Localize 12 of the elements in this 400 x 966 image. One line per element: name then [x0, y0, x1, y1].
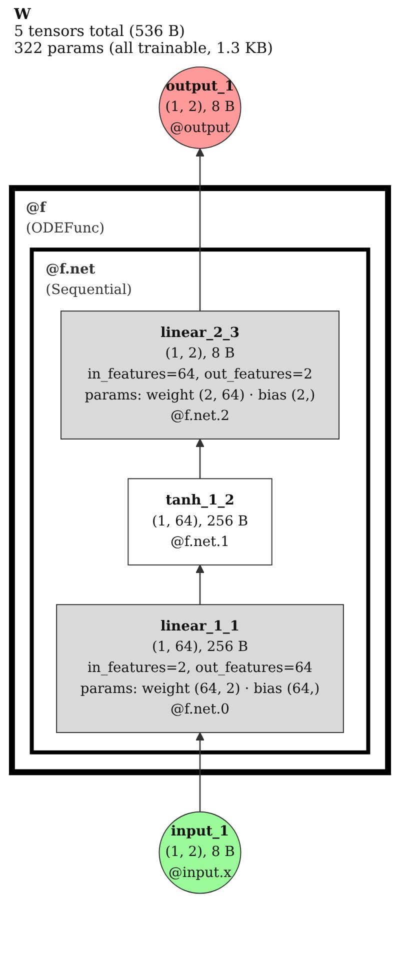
node-box: tanh_1_2 (1, 64), 256 B @f.net.1 — [128, 478, 272, 566]
arrow — [196, 438, 204, 479]
arrow — [196, 732, 204, 812]
summary-text: 322 params (all trainable, 1.3 KB) — [14, 40, 274, 57]
title: W — [14, 6, 32, 23]
node-circle: output_1 (1, 2), 8 B @output — [158, 66, 242, 149]
node-box: linear_2_3 (1, 2), 8 B in_features=64, out_features=2 params: weight (2, 64) · bias (2,) @f.net.2 — [60, 310, 340, 440]
arrow — [196, 148, 204, 312]
arrow — [196, 564, 204, 605]
node-box: linear_1_1 (1, 64), 256 B in_features=2, out_features=64 params: weight (64, 2) · bias (64,) @f.net.0 — [56, 604, 344, 734]
node-circle: input_1 (1, 2), 8 B @input.x — [158, 811, 242, 894]
summary-text: 5 tensors total (536 B) — [14, 23, 186, 40]
